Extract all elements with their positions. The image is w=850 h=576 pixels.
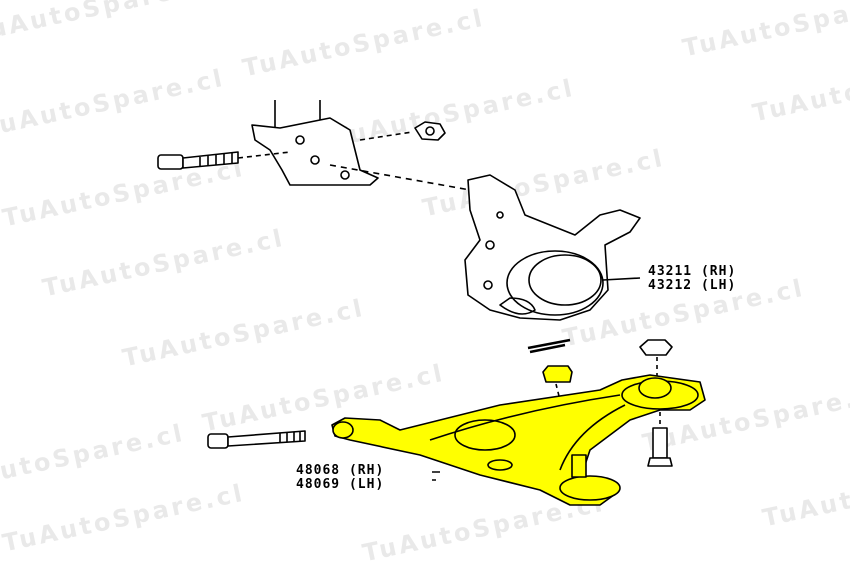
part-number-rh: 48068 (RH): [296, 463, 385, 478]
bolt-upper: [157, 151, 291, 170]
part-label-knuckle: 43211 (RH) 43212 (LH): [648, 265, 736, 293]
bolt-lower: [207, 430, 306, 449]
strut-bracket: [251, 100, 379, 186]
leader-line: [432, 471, 440, 481]
part-label-lower-arm: 48068 (RH) 48069 (LH): [296, 464, 384, 492]
part-number-lh: 43212 (LH): [648, 278, 737, 293]
part-number-rh: 43211 (RH): [648, 264, 737, 279]
nut-upper: [359, 121, 446, 141]
steering-knuckle: [464, 174, 641, 321]
part-number-lh: 48069 (LH): [296, 477, 385, 492]
bolt-vertical: [647, 412, 673, 467]
cotter-pin: [527, 338, 571, 354]
lower-control-arm: [331, 374, 706, 506]
flange-nut: [639, 339, 673, 380]
